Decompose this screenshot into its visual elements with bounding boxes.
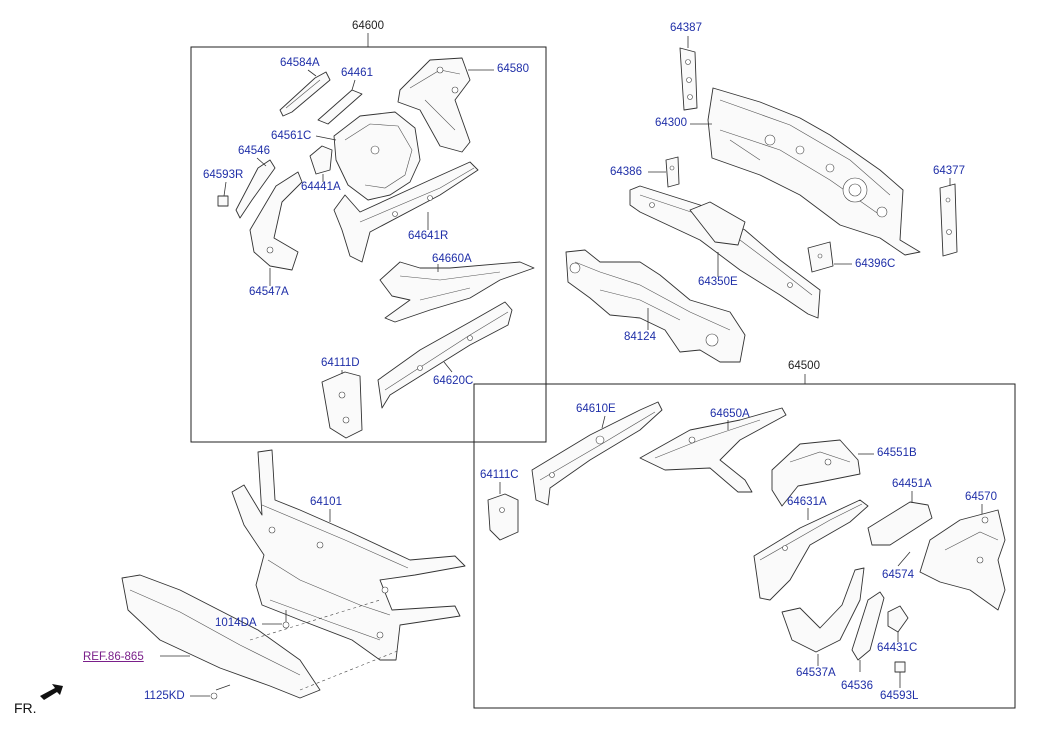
part-64461[interactable] xyxy=(317,89,363,125)
label-64537A[interactable]: 64537A xyxy=(796,667,836,679)
part-84124[interactable] xyxy=(565,249,746,363)
label-64641R[interactable]: 64641R xyxy=(408,230,449,242)
label-64584A[interactable]: 64584A xyxy=(280,57,320,69)
part-64547A[interactable] xyxy=(249,171,303,271)
part-64386[interactable] xyxy=(665,156,680,188)
label-64574[interactable]: 64574 xyxy=(882,569,914,581)
label-84124[interactable]: 84124 xyxy=(624,331,656,343)
part-64631A[interactable] xyxy=(753,499,869,601)
group-box-64600 xyxy=(190,46,547,443)
part-64551B[interactable] xyxy=(771,439,861,507)
group-label-64500[interactable]: 64500 xyxy=(788,360,820,372)
part-64537A[interactable] xyxy=(781,567,865,653)
label-64461[interactable]: 64461 xyxy=(341,67,373,79)
part-64620C[interactable] xyxy=(377,301,513,409)
label-1125KD[interactable]: 1125KD xyxy=(144,690,185,702)
label-1014DA[interactable]: 1014DA xyxy=(215,617,257,629)
label-64593R[interactable]: 64593R xyxy=(203,169,244,181)
part-64593L[interactable] xyxy=(894,661,906,673)
label-64610E[interactable]: 64610E xyxy=(576,403,616,415)
part-64570[interactable] xyxy=(919,509,1006,611)
label-64547A[interactable]: 64547A xyxy=(249,286,289,298)
label-64387[interactable]: 64387 xyxy=(670,22,702,34)
group-label-64600[interactable]: 64600 xyxy=(352,20,384,32)
label-64386[interactable]: 64386 xyxy=(610,166,642,178)
ref-86-865-beam xyxy=(121,574,321,699)
part-64610E[interactable] xyxy=(531,401,663,506)
part-64431C[interactable] xyxy=(887,605,909,633)
label-64631A[interactable]: 64631A xyxy=(787,496,827,508)
label-64551B[interactable]: 64551B xyxy=(877,447,917,459)
label-64650A[interactable]: 64650A xyxy=(710,408,750,420)
bolt-1014DA[interactable] xyxy=(282,610,290,629)
label-64111D[interactable]: 64111D xyxy=(321,357,360,369)
label-64396C[interactable]: 64396C xyxy=(855,258,896,270)
part-64546[interactable] xyxy=(235,159,276,219)
label-64441A[interactable]: 64441A xyxy=(301,181,341,193)
part-64101[interactable] xyxy=(231,449,466,661)
part-64580[interactable] xyxy=(397,57,471,153)
group-box-64500 xyxy=(473,383,1016,709)
label-64300[interactable]: 64300 xyxy=(655,117,687,129)
label-64101[interactable]: 64101 xyxy=(310,496,342,508)
ref-link-86-865[interactable]: REF.86-865 xyxy=(83,651,144,663)
front-direction-label: FR. xyxy=(14,700,37,716)
part-64660A[interactable] xyxy=(379,261,535,323)
label-64546[interactable]: 64546 xyxy=(238,145,270,157)
label-64580[interactable]: 64580 xyxy=(497,63,529,75)
label-64350E[interactable]: 64350E xyxy=(698,276,738,288)
part-64593R[interactable] xyxy=(217,195,229,207)
part-64111C[interactable] xyxy=(487,493,519,541)
part-64561C[interactable] xyxy=(333,111,421,201)
part-64300[interactable] xyxy=(707,87,921,256)
label-64431C[interactable]: 64431C xyxy=(877,642,918,654)
label-64593L[interactable]: 64593L xyxy=(880,690,919,702)
label-64536[interactable]: 64536 xyxy=(841,680,873,692)
part-64536[interactable] xyxy=(851,591,885,661)
part-64396C[interactable] xyxy=(807,241,834,273)
label-64561C[interactable]: 64561C xyxy=(271,130,312,142)
part-64387[interactable] xyxy=(679,47,698,111)
part-64641R[interactable] xyxy=(333,161,479,263)
label-64570[interactable]: 64570 xyxy=(965,491,997,503)
part-64377[interactable] xyxy=(939,183,958,257)
part-64451A[interactable] xyxy=(867,501,933,546)
part-64350E[interactable] xyxy=(629,185,821,319)
label-64451A[interactable]: 64451A xyxy=(892,478,932,490)
front-arrow-icon xyxy=(40,684,63,700)
label-64377[interactable]: 64377 xyxy=(933,165,965,177)
label-64620C[interactable]: 64620C xyxy=(433,375,474,387)
part-64650A[interactable] xyxy=(639,407,787,493)
bolt-1125KD[interactable] xyxy=(210,684,231,700)
part-64584A[interactable] xyxy=(279,71,331,117)
part-64111D[interactable] xyxy=(321,371,363,439)
label-64111C[interactable]: 64111C xyxy=(480,469,519,481)
label-64660A[interactable]: 64660A xyxy=(432,253,472,265)
part-64441A[interactable] xyxy=(309,145,333,175)
